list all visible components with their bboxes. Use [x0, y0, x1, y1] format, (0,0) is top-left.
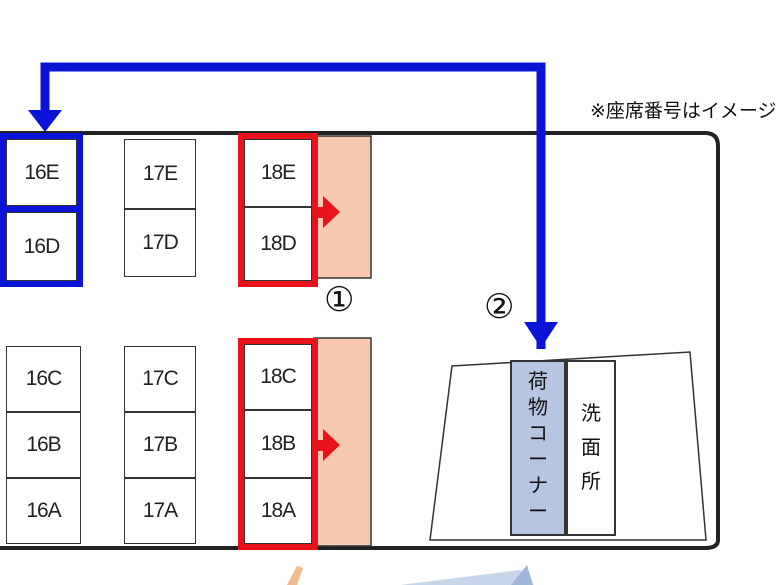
- washroom-label: 洗 面 所: [581, 396, 601, 534]
- seat-16A[interactable]: 16A: [6, 478, 81, 544]
- luggage-char: ナ: [528, 473, 548, 497]
- highlight-18ED: [238, 133, 318, 287]
- seat-18B[interactable]: 18B: [244, 410, 312, 478]
- seat-16E[interactable]: 16E: [6, 139, 77, 206]
- seat-16D[interactable]: 16D: [6, 212, 77, 281]
- seat-17D[interactable]: 17D: [124, 209, 196, 277]
- seat-17E[interactable]: 17E: [124, 139, 196, 209]
- luggage-corner[interactable]: 荷 物 コ ー ナ ー: [510, 360, 566, 536]
- seat-18C[interactable]: 18C: [244, 344, 312, 410]
- seat-17B[interactable]: 17B: [124, 412, 196, 478]
- luggage-char: コ: [528, 421, 548, 445]
- washroom-char: 洗: [581, 401, 601, 425]
- washroom-char: 所: [581, 469, 601, 493]
- seat-16B[interactable]: 16B: [6, 412, 81, 478]
- blue-streak-2: [511, 565, 533, 585]
- orange-streak: [287, 566, 303, 585]
- washroom[interactable]: 洗 面 所: [566, 360, 616, 536]
- marker-2: ②: [484, 287, 515, 327]
- seat-16C[interactable]: 16C: [6, 346, 81, 412]
- luggage-char: 物: [528, 395, 548, 419]
- marker-1: ①: [324, 280, 355, 320]
- car-outline: [0, 131, 720, 550]
- seat-17A[interactable]: 17A: [124, 478, 196, 544]
- seat-17C[interactable]: 17C: [124, 346, 196, 412]
- luggage-char: 荷: [528, 369, 548, 393]
- washroom-char: 面: [581, 435, 601, 459]
- seat-18D[interactable]: 18D: [244, 207, 312, 281]
- blue-arrowhead-right: [524, 322, 558, 348]
- blue-divider: [0, 206, 83, 212]
- space-area-upper: [313, 135, 372, 279]
- blue-streak: [400, 570, 534, 585]
- luggage-corner-label: 荷 物 コ ー ナ ー: [528, 368, 548, 534]
- seat-18A[interactable]: 18A: [244, 478, 312, 544]
- blue-route-line: [40, 62, 546, 349]
- luggage-char: ー: [528, 447, 548, 471]
- blue-arrowhead-left: [28, 110, 62, 132]
- highlight-18CBA: [238, 338, 318, 550]
- seat-number-note: ※座席番号はイメージ: [590, 100, 777, 122]
- luggage-char: ー: [528, 499, 548, 523]
- seat-18E[interactable]: 18E: [244, 139, 312, 207]
